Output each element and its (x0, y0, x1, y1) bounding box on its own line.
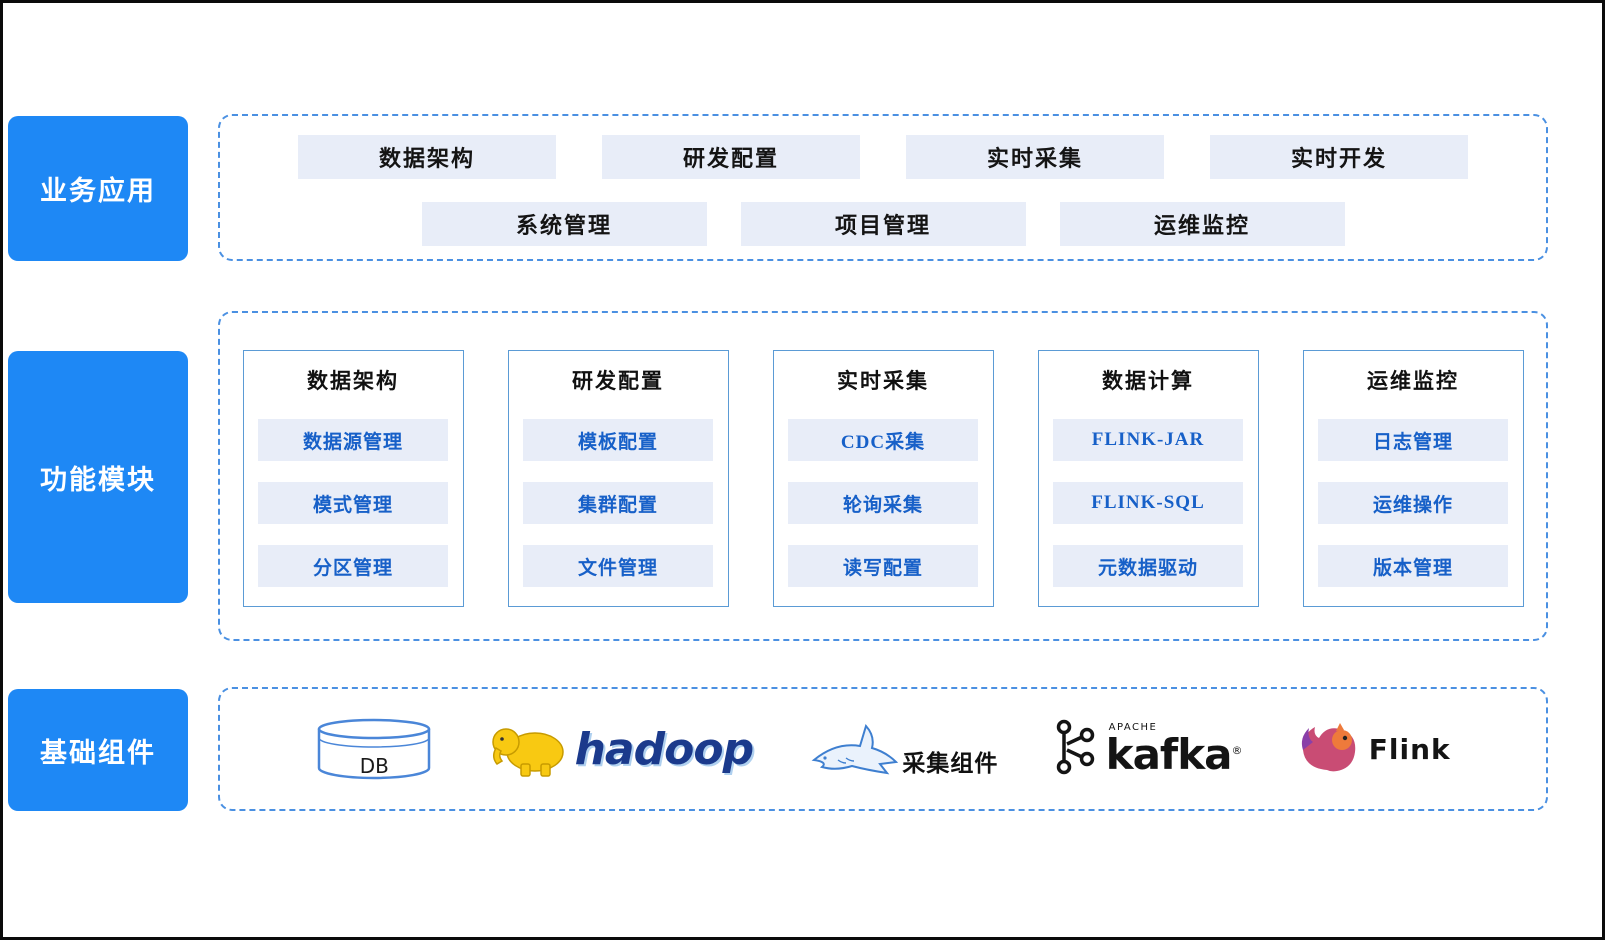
db-logo: DB (315, 716, 433, 782)
kafka-trademark: ® (1231, 743, 1242, 757)
flink-squirrel-icon (1297, 718, 1361, 780)
flink-logo: Flink (1297, 718, 1451, 780)
flink-wordmark: Flink (1368, 732, 1451, 766)
kafka-wordmark: kafka® (1105, 729, 1243, 779)
module-column-title: 研发配置 (572, 369, 664, 393)
business-app-pill: 数据架构 (298, 135, 556, 179)
module-column: 数据架构 数据源管理 模式管理 分区管理 (242, 350, 464, 607)
module-item-pill: 模板配置 (523, 419, 713, 461)
hadoop-logo: hadoop (489, 716, 754, 782)
module-item-pill: 日志管理 (1318, 419, 1508, 461)
module-columns: 数据架构 数据源管理 模式管理 分区管理 研发配置 模板配置 集群配置 文件管理… (220, 350, 1546, 607)
base-components-row: DB hadoop (220, 689, 1546, 809)
module-item-pill: 运维操作 (1318, 482, 1508, 524)
hadoop-elephant-icon (489, 716, 567, 782)
side-label-function-modules: 功能模块 (8, 351, 188, 603)
module-item-pill: 版本管理 (1318, 545, 1508, 587)
module-column-title: 实时采集 (837, 369, 929, 393)
side-label-business-apps: 业务应用 (8, 116, 188, 261)
function-modules-panel: 数据架构 数据源管理 模式管理 分区管理 研发配置 模板配置 集群配置 文件管理… (218, 311, 1548, 641)
business-app-pill: 项目管理 (740, 202, 1026, 246)
business-row-1: 数据架构 研发配置 实时采集 实时开发 (220, 135, 1546, 179)
module-item-pill: FLINK-JAR (1053, 419, 1243, 461)
module-column-title: 数据计算 (1102, 369, 1194, 393)
module-item-pill: 元数据驱动 (1053, 545, 1243, 587)
kafka-logo: APACHE kafka® (1054, 718, 1242, 780)
module-column: 运维监控 日志管理 运维操作 版本管理 (1302, 350, 1524, 607)
business-app-pill: 系统管理 (421, 202, 707, 246)
business-app-pill: 运维监控 (1059, 202, 1345, 246)
module-column: 研发配置 模板配置 集群配置 文件管理 (507, 350, 729, 607)
business-apps-panel: 数据架构 研发配置 实时采集 实时开发 系统管理 项目管理 运维监控 (218, 114, 1548, 261)
collector-label: 采集组件 (902, 751, 999, 777)
apache-label: APACHE (1108, 721, 1158, 733)
side-label-base-components: 基础组件 (8, 689, 188, 811)
module-item-pill: CDC采集 (788, 419, 978, 461)
module-item-pill: 模式管理 (258, 482, 448, 524)
base-components-panel: DB hadoop (218, 687, 1548, 811)
module-column: 数据计算 FLINK-JAR FLINK-SQL 元数据驱动 (1037, 350, 1259, 607)
module-column-title: 运维监控 (1367, 369, 1459, 393)
module-item-pill: 读写配置 (788, 545, 978, 587)
business-app-pill: 实时采集 (906, 135, 1164, 179)
hadoop-wordmark: hadoop (574, 723, 754, 775)
module-item-pill: 数据源管理 (258, 419, 448, 461)
module-item-pill: 文件管理 (523, 545, 713, 587)
module-item-pill: 轮询采集 (788, 482, 978, 524)
module-item-pill: 分区管理 (258, 545, 448, 587)
business-row-2: 系统管理 项目管理 运维监控 (220, 202, 1546, 246)
db-label: DB (359, 754, 389, 778)
business-app-pill: 研发配置 (602, 135, 860, 179)
business-app-pill: 实时开发 (1210, 135, 1468, 179)
shark-icon (808, 716, 900, 782)
kafka-icon (1054, 718, 1098, 780)
module-item-pill: FLINK-SQL (1053, 482, 1243, 524)
module-column-title: 数据架构 (307, 369, 399, 393)
module-item-pill: 集群配置 (523, 482, 713, 524)
collector-logo: 采集组件 (808, 716, 998, 782)
module-column: 实时采集 CDC采集 轮询采集 读写配置 (772, 350, 994, 607)
database-cylinder-icon: DB (315, 716, 433, 782)
